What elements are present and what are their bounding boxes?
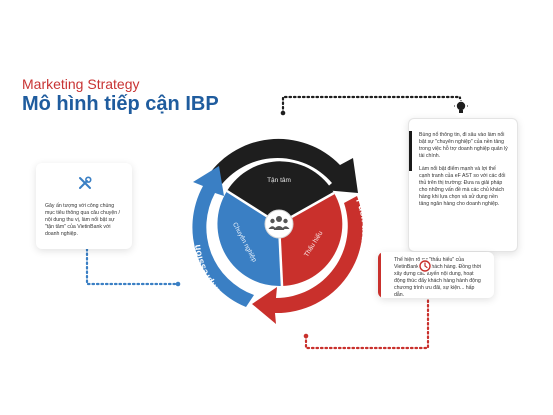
subtitle: Marketing Strategy <box>22 76 140 92</box>
card-push-action: Thể hiện rõ sự "thấu hiểu" của VietinBan… <box>378 252 494 298</box>
pie-left-segment <box>217 191 282 287</box>
ring-arrow-top <box>205 138 358 193</box>
card-push-action-text: Thể hiện rõ sự "thấu hiểu" của VietinBan… <box>394 257 482 298</box>
card-accent-bar <box>378 252 381 298</box>
connector-top-dot <box>280 110 286 116</box>
lightbulb-icon <box>452 99 470 117</box>
connector-bottom <box>304 298 430 350</box>
pie-label-top: Tận tâm <box>267 177 291 184</box>
ring-arrow-right <box>252 196 363 324</box>
people-group-icon <box>268 216 290 230</box>
card-booming-information: Bùng nổ thông tin, đi sâu vào làm nổi bậ… <box>408 118 518 252</box>
ring-arrow-left <box>192 166 254 307</box>
pie-top-segment <box>227 161 334 224</box>
center-badge <box>264 209 294 239</box>
card-accent-bar <box>409 131 412 171</box>
connector-top <box>281 95 462 115</box>
connector-bottom-dot <box>303 333 309 339</box>
clock-icon <box>418 259 432 273</box>
wrench-screwdriver-icon <box>76 174 94 192</box>
card-impression-text: Gây ấn tượng với công chúng mục tiêu thô… <box>45 203 120 237</box>
connector-left-dot <box>175 281 181 287</box>
card-booming-para-2: Làm nổi bật điểm mạnh và lợi thế cạnh tr… <box>419 166 506 207</box>
connector-left <box>85 247 180 286</box>
card-booming-para-1: Bùng nổ thông tin, đi sâu vào làm nổi bậ… <box>419 132 508 159</box>
page-title: Mô hình tiếp cận IBP <box>22 93 219 115</box>
